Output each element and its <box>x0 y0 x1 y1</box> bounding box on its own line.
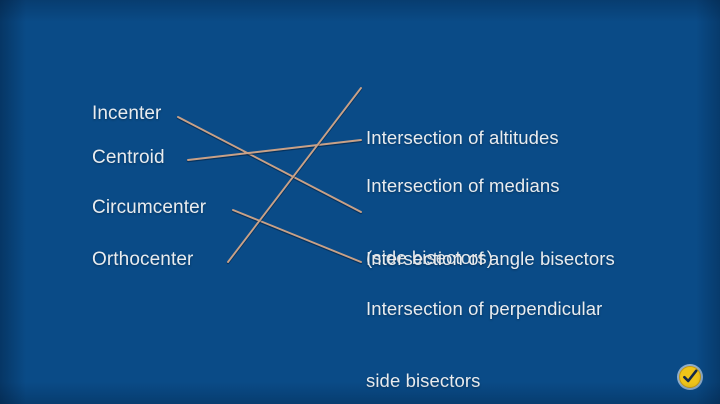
connector-orthocenter-to-altitudes <box>227 87 362 263</box>
connector-centroid-to-medians <box>187 139 362 161</box>
definition-medians-line2: (side bisectors) <box>366 247 494 268</box>
term-incenter: Incenter <box>92 103 162 124</box>
definition-altitudes-line1: Intersection of altitudes <box>366 127 559 148</box>
definition-perpendicular-line2: side bisectors <box>366 370 481 391</box>
definition-angle-bisectors: Intersection of angle bisectors <box>366 199 615 319</box>
definition-perpendicular-line1: Intersection of perpendicular <box>366 298 603 319</box>
definition-medians-line1: Intersection of medians <box>366 175 560 196</box>
connector-circumcenter-to-perpendicular-bisect <box>232 209 362 263</box>
definition-medians: Intersection of medians (side bisectors) <box>366 126 560 318</box>
term-orthocenter: Orthocenter <box>92 249 194 270</box>
term-circumcenter: Circumcenter <box>92 197 207 218</box>
definition-altitudes: Intersection of altitudes <box>366 78 559 198</box>
term-centroid: Centroid <box>92 147 165 168</box>
definition-perpendicular-side-bisectors: Intersection of perpendicular side bisec… <box>366 249 602 404</box>
definition-angle-bisectors-line1: Intersection of angle bisectors <box>366 248 615 269</box>
checkmark-badge-icon[interactable] <box>676 363 704 391</box>
